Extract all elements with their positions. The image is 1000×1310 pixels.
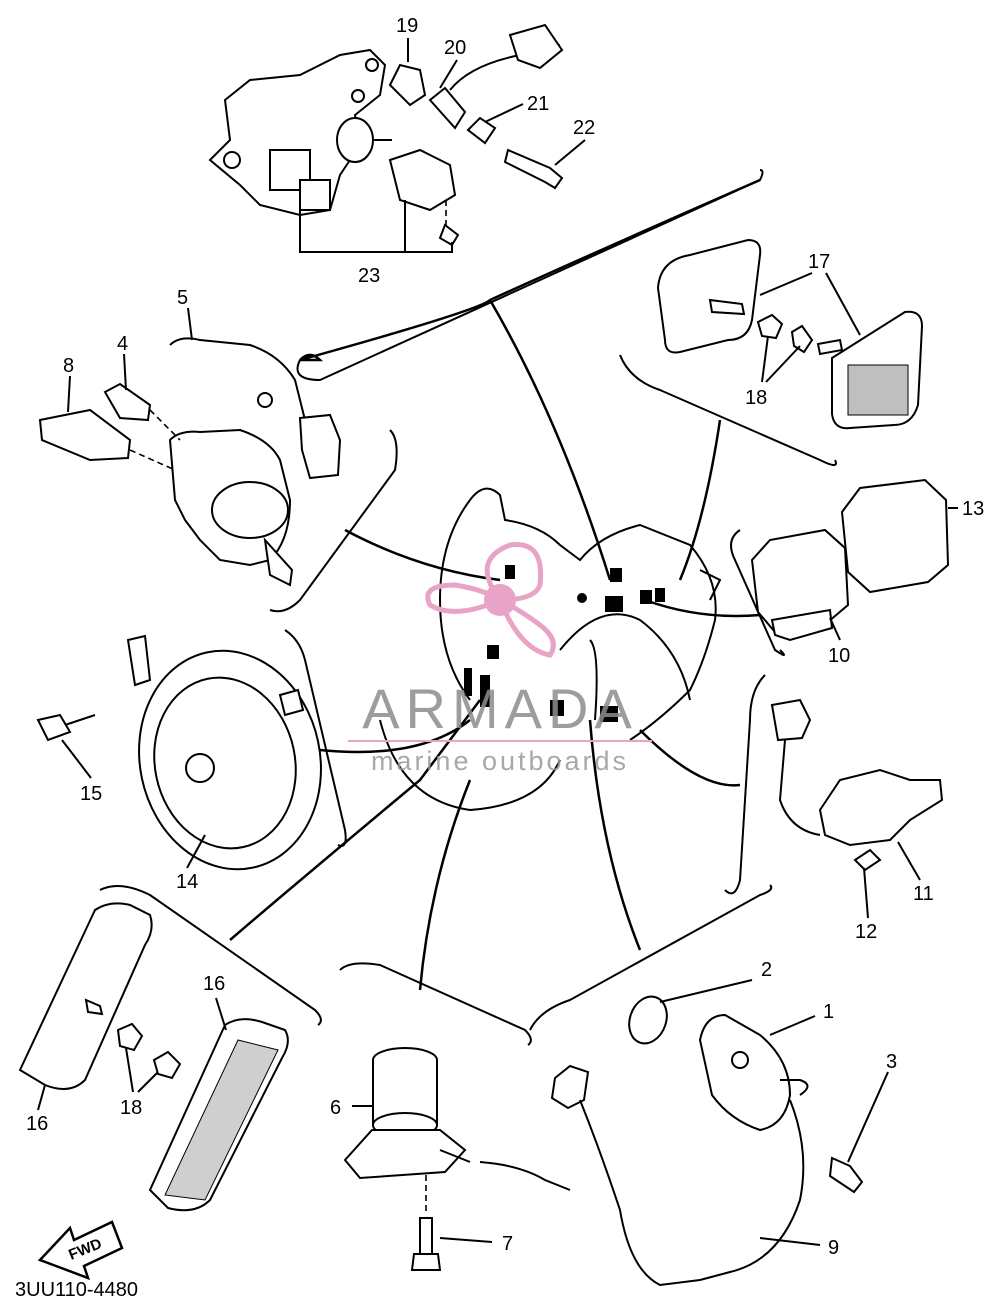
callout-15: 15: [80, 783, 102, 805]
callout-18-bottom: 18: [120, 1097, 142, 1119]
watermark-tagline: marine outboards: [371, 746, 629, 776]
propeller-icon: [425, 542, 556, 658]
propeller-hub: [484, 584, 516, 616]
callout-19: 19: [396, 15, 418, 37]
zone-boundaries: [99, 169, 837, 1046]
reflector-top-right: [656, 238, 924, 430]
frame-sketch: [379, 487, 722, 812]
solenoid: [343, 1047, 571, 1271]
sensor-switch-assembly: [208, 23, 564, 253]
sensor-plate: [550, 995, 864, 1287]
callout-9: 9: [828, 1237, 839, 1259]
fuel-sender: [770, 698, 944, 872]
relay-units: [750, 478, 950, 642]
callout-13: 13: [962, 498, 984, 520]
callout-18-top: 18: [745, 387, 767, 409]
callout-23: 23: [358, 265, 380, 287]
callout-7: 7: [502, 1233, 513, 1255]
watermark-logo: ARMADA marine outboards: [348, 542, 652, 776]
leader-lines: [37, 38, 958, 1246]
callout-12: 12: [855, 921, 877, 943]
thermo-sensor-assembly: [38, 337, 342, 587]
callout-22: 22: [573, 117, 595, 139]
callout-21: 21: [527, 93, 549, 115]
callout-labels: 1 2 3 4 5 6 7 8 9 10 11 12 13 14 15 16 1…: [26, 15, 984, 1259]
watermark-brand: ARMADA: [362, 677, 638, 740]
callout-8: 8: [63, 355, 74, 377]
callout-17: 17: [808, 251, 830, 273]
callout-2: 2: [761, 959, 772, 981]
callout-1: 1: [823, 1001, 834, 1023]
fwd-arrow: FWD: [37, 1220, 124, 1281]
callout-3: 3: [886, 1051, 897, 1073]
callout-16-left: 16: [26, 1113, 48, 1135]
callout-4: 4: [117, 333, 128, 355]
harness-wires: [229, 178, 761, 991]
callout-6: 6: [330, 1097, 341, 1119]
callout-5: 5: [177, 287, 188, 309]
callout-14: 14: [176, 871, 198, 893]
drawing-code: 3UU110-4480: [15, 1279, 138, 1301]
callout-10: 10: [828, 645, 850, 667]
horn: [36, 634, 322, 871]
callout-11: 11: [913, 883, 934, 905]
callout-20: 20: [444, 37, 466, 59]
reflector-left: [18, 902, 289, 1212]
callout-16-right: 16: [203, 973, 225, 995]
